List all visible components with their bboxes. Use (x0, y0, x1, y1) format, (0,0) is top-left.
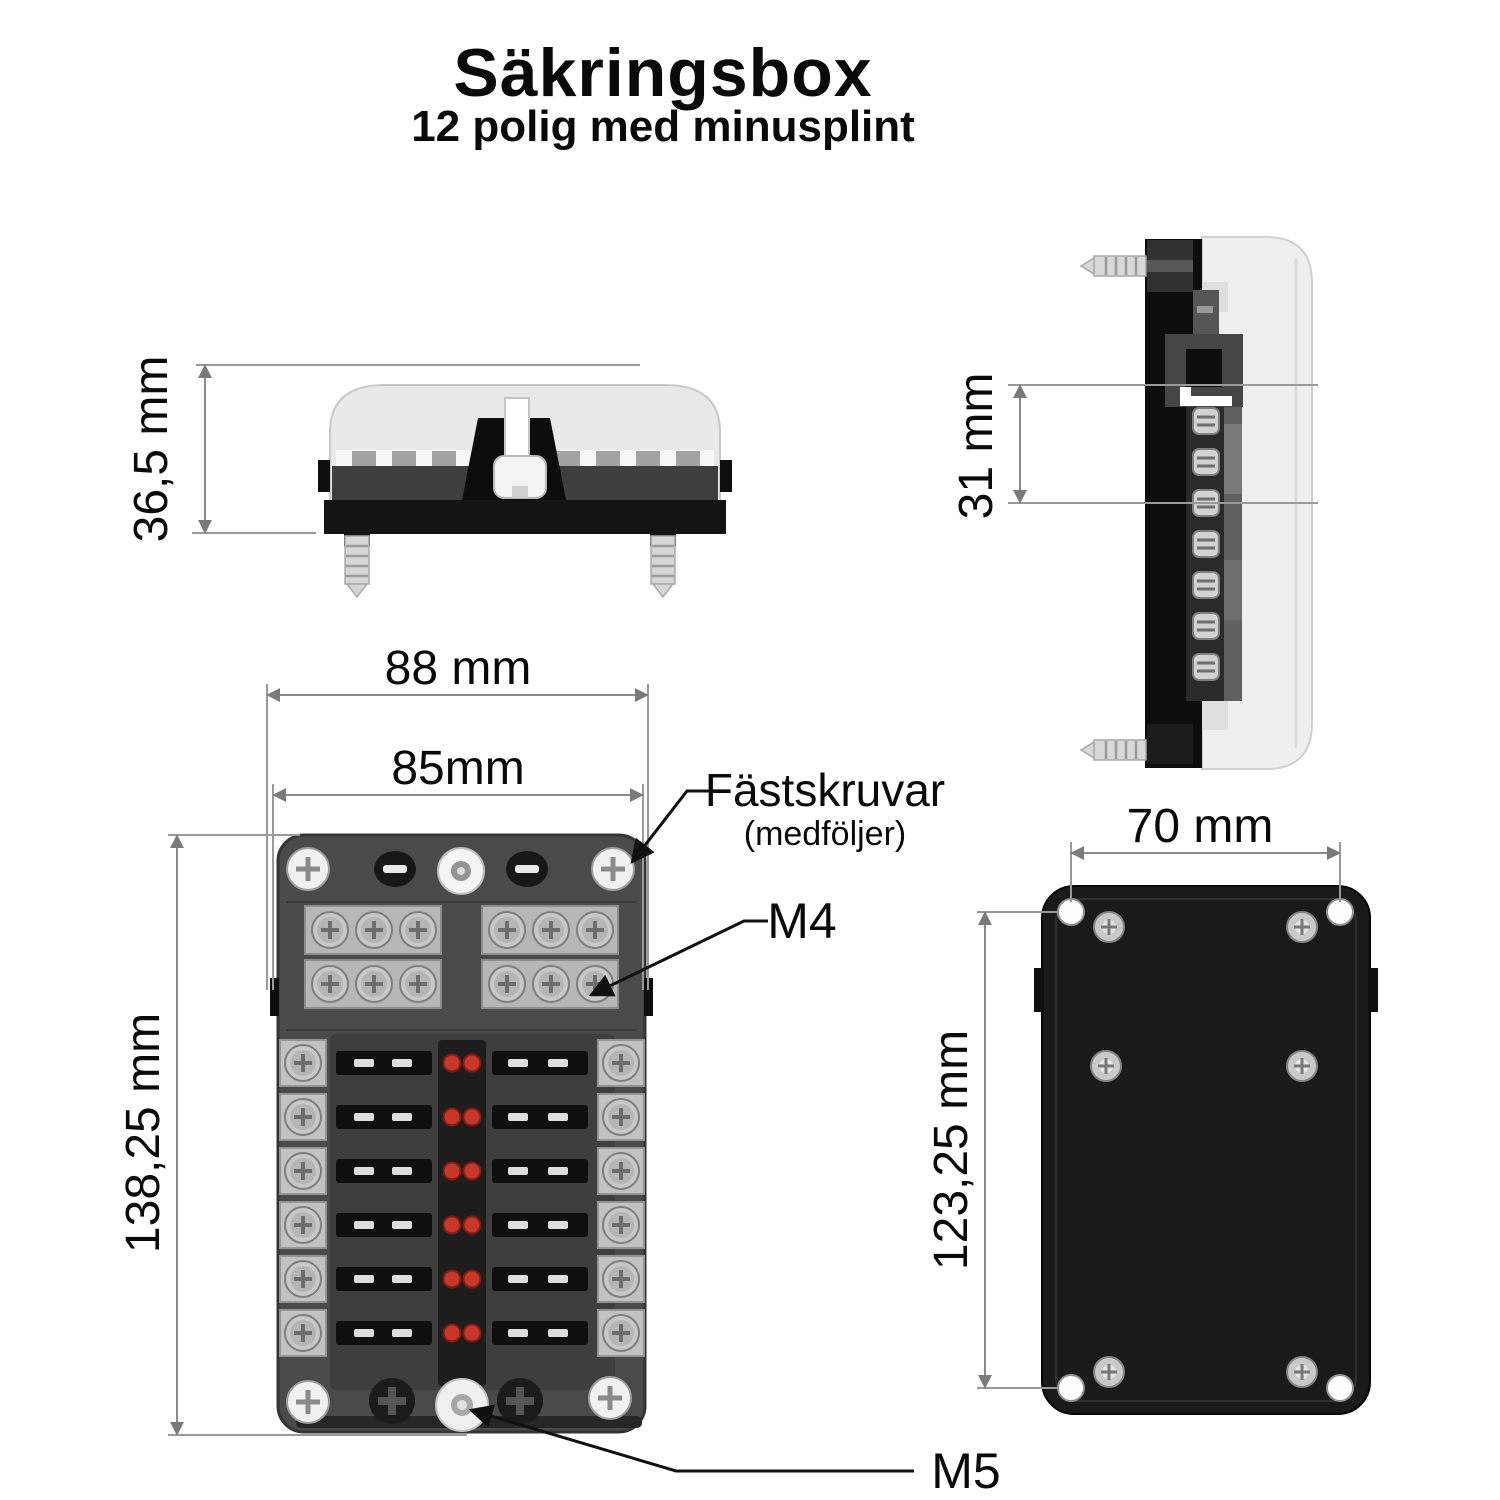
plus-port (369, 1378, 415, 1424)
terminal-screw (1191, 652, 1221, 682)
mounting-screw (649, 534, 677, 599)
terminal-screw (1191, 611, 1221, 641)
base-screw (1092, 910, 1126, 944)
terminal-screw (1191, 529, 1221, 559)
minus-port (506, 851, 548, 887)
leader-m5 (468, 1404, 914, 1473)
corner-hole (1326, 1374, 1354, 1402)
dim-front-width-inner: 85mm (391, 742, 524, 795)
side-view-front (318, 384, 732, 599)
mounting-screw (1079, 738, 1148, 762)
mounting-screw (1079, 254, 1148, 278)
cover-latch-pin (504, 397, 530, 459)
label-mount-screws: Fästskruvar (705, 764, 945, 816)
back-view (1034, 885, 1378, 1415)
page-subtitle: 12 polig med minusplint (411, 102, 915, 151)
mounting-screw (343, 534, 371, 599)
dim-back-height: 123,25 mm (925, 1030, 978, 1270)
base-screw (1285, 1355, 1319, 1389)
body-base (324, 500, 726, 534)
back-plate (1041, 885, 1371, 1415)
dim-front-width-outer: 88 mm (385, 642, 532, 695)
corner-hole (1057, 1374, 1085, 1402)
base-screw (1285, 910, 1319, 944)
dim-back-hole-spacing: 70 mm (1127, 800, 1274, 853)
dim-terminal-pitch: 31 mm (950, 373, 1003, 520)
dim-side-height: 36,5 mm (125, 356, 178, 543)
front-view (270, 833, 653, 1434)
corner-hole (1057, 898, 1085, 926)
terminal-screw (1191, 570, 1221, 600)
led-strip (438, 1040, 486, 1386)
base-screw (1089, 1049, 1123, 1083)
corner-screw (589, 1377, 631, 1419)
label-mount-screws-note: (medföljer) (744, 815, 906, 853)
minus-terminal-blocks (304, 905, 619, 1009)
terminal-screw (1191, 406, 1221, 436)
m5-stud-nut (435, 1378, 489, 1432)
dimension-lines: 36,5 mm 31 mm 88 mm 85mm 138,25 mm (117, 356, 1341, 1436)
base-screw (1092, 1355, 1126, 1389)
top-stud-nut (437, 847, 485, 895)
label-m4: M4 (767, 893, 836, 949)
corner-hole (1326, 898, 1354, 926)
leader-mount-screws (630, 789, 712, 864)
leader-m4 (588, 919, 768, 997)
label-m5: M5 (931, 1443, 1000, 1499)
corner-screw (287, 848, 329, 890)
callout-labels: Fästskruvar (medföljer) M4 M5 (468, 764, 1001, 1499)
terminal-screw (1191, 447, 1221, 477)
plus-port (497, 1378, 543, 1424)
minus-port (374, 851, 416, 887)
base-screw (1285, 1049, 1319, 1083)
dim-front-height: 138,25 mm (117, 1013, 170, 1253)
page-title: Säkringsbox (453, 35, 873, 111)
corner-screw (287, 1381, 329, 1423)
corner-screw (592, 848, 634, 890)
